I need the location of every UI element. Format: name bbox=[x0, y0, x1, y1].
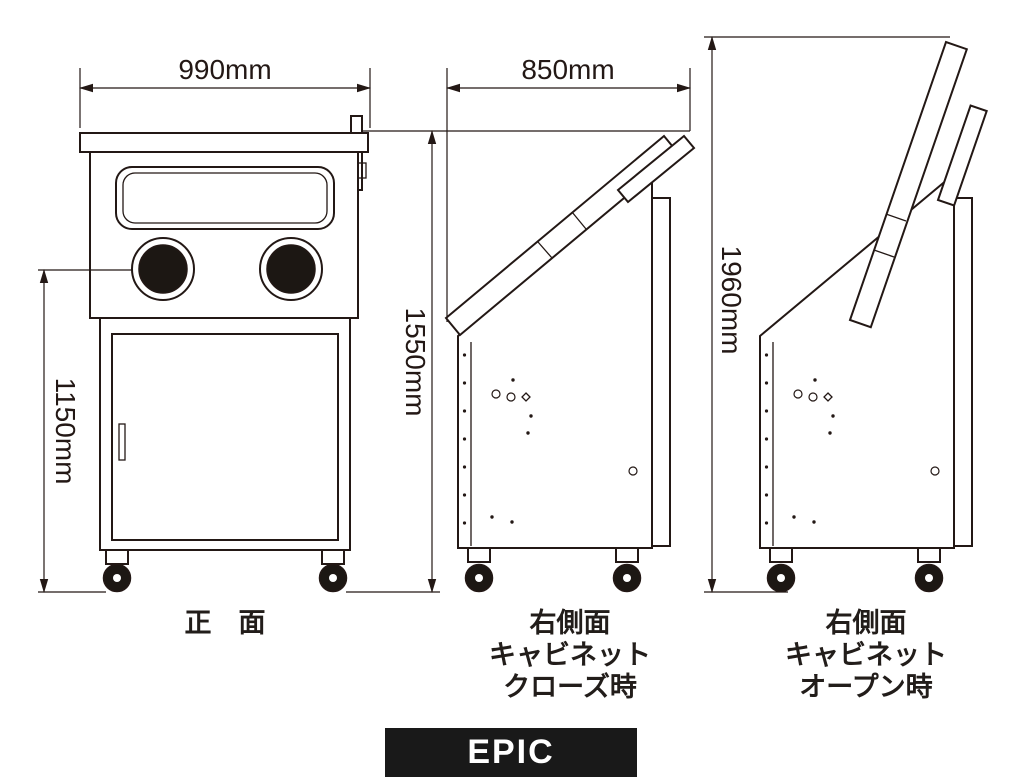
caster-hub bbox=[329, 574, 337, 582]
caption-side-closed-line2: キャビネット bbox=[489, 640, 651, 670]
dimension-front-width: 990mm bbox=[79, 54, 371, 128]
caster-bracket bbox=[321, 549, 345, 565]
cabinet-door bbox=[111, 333, 339, 541]
dim-label-side-depth: 850mm bbox=[521, 54, 614, 85]
lid-window-frame bbox=[936, 104, 988, 207]
front-view bbox=[79, 115, 369, 593]
caster-hub bbox=[113, 574, 121, 582]
caption-side-closed-line1: 右側面 bbox=[530, 608, 611, 638]
brand-plate-bg bbox=[385, 728, 637, 777]
lid-latch-mark bbox=[537, 241, 553, 259]
caster-bracket bbox=[105, 549, 129, 565]
top-lid bbox=[79, 132, 369, 153]
glove-port-left bbox=[138, 244, 188, 294]
dimension-height-closed: 1550mm bbox=[346, 130, 690, 593]
caster-bracket bbox=[769, 547, 793, 563]
viewing-window bbox=[115, 166, 335, 230]
caster-bracket bbox=[917, 547, 941, 563]
hinge-screws bbox=[764, 353, 769, 525]
brand-label: EPIC bbox=[467, 733, 554, 771]
rear-panel bbox=[651, 197, 671, 547]
dim-label-height-closed: 1550mm bbox=[400, 308, 431, 417]
dim-label-height-lower: 1150mm bbox=[50, 378, 81, 485]
panel-holes bbox=[792, 378, 940, 524]
caster-hub bbox=[475, 574, 483, 582]
lid-latch-mark bbox=[571, 211, 587, 230]
panel-holes bbox=[490, 378, 638, 524]
side-view-open bbox=[759, 40, 988, 593]
caption-side-open-line1: 右側面 bbox=[826, 608, 907, 638]
lid-latch-mark bbox=[885, 213, 907, 222]
dim-label-height-open: 1960mm bbox=[716, 246, 747, 355]
caster-hub bbox=[777, 574, 785, 582]
caption-side-closed-line3: クローズ時 bbox=[503, 671, 637, 702]
viewing-window-inner bbox=[122, 172, 328, 224]
dim-label-front-width: 990mm bbox=[178, 54, 271, 85]
side-panel bbox=[759, 171, 955, 549]
caption-side-open-line3: オープン時 bbox=[799, 672, 932, 702]
dimension-height-lower: 1150mm bbox=[38, 269, 132, 593]
dimension-side-depth: 850mm bbox=[446, 54, 691, 322]
rear-panel bbox=[953, 197, 973, 547]
caption-front-view: 正 面 bbox=[185, 608, 266, 638]
caster-bracket bbox=[467, 547, 491, 563]
sloped-lid-open bbox=[848, 40, 969, 329]
caster-hub bbox=[623, 574, 631, 582]
lid-window-frame bbox=[616, 134, 696, 204]
caption-side-open-line2: キャビネット bbox=[785, 640, 947, 670]
caster-bracket bbox=[615, 547, 639, 563]
caster-hub bbox=[925, 574, 933, 582]
side-view-closed bbox=[444, 134, 696, 593]
glove-port-right bbox=[266, 244, 316, 294]
dimension-height-open: 1960mm bbox=[704, 36, 950, 593]
lid-latch-mark bbox=[873, 249, 895, 258]
hinge-screws bbox=[462, 353, 467, 525]
door-handle bbox=[118, 423, 126, 461]
brand-plate: EPIC bbox=[385, 728, 637, 777]
